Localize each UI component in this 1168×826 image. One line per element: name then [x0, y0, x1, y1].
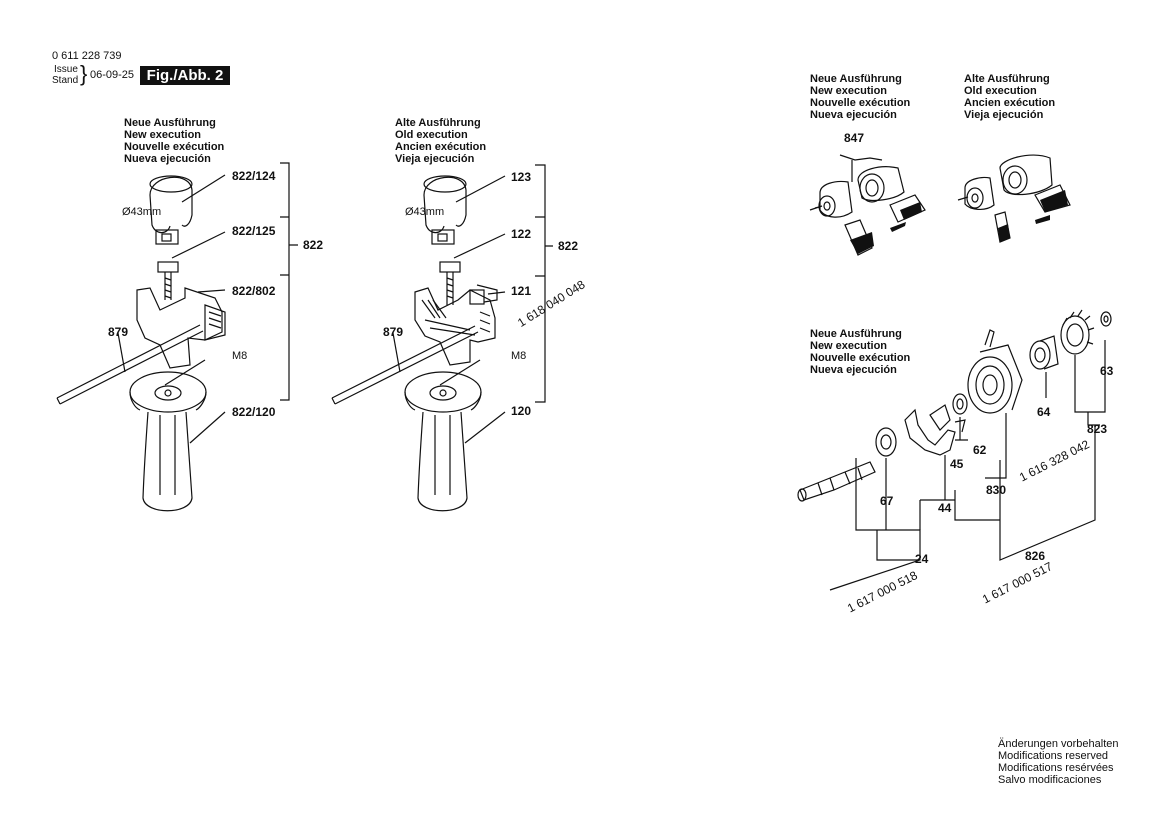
group-label: 822 — [303, 238, 324, 252]
part-label: 879 — [108, 325, 129, 339]
brace-mark: } — [80, 61, 88, 86]
issue-label: Issue — [54, 64, 78, 75]
spindle-shaft-icon — [797, 461, 876, 502]
bearing-new-icon — [809, 154, 926, 256]
needle-bearing-icon — [1029, 335, 1059, 370]
depth-rod-icon — [331, 325, 479, 405]
part-number: 0 611 228 739 — [52, 50, 122, 62]
drive-gear-icon — [1060, 309, 1112, 355]
thread-label: M8 — [511, 350, 527, 362]
figure-label: Fig./Abb. 2 — [140, 66, 230, 85]
part-label: 822/124 — [232, 169, 276, 183]
depth-rod-icon — [56, 324, 204, 405]
part-label: 44 — [938, 501, 952, 515]
part-label: 120 — [511, 404, 532, 418]
part-label: 823 — [1087, 422, 1108, 436]
group-label: 822 — [558, 239, 579, 253]
part-label: 822/125 — [232, 224, 276, 238]
part-label: 24 — [915, 552, 929, 566]
holder-bracket-icon — [414, 284, 498, 366]
part-label: 123 — [511, 170, 532, 184]
part-label: 879 — [383, 325, 404, 339]
issue-date: 06-09-25 — [90, 69, 135, 81]
part-label: 62 — [973, 443, 987, 457]
part-label: 826 — [1025, 549, 1046, 563]
part-label: 122 — [511, 227, 532, 241]
part-label: 822/120 — [232, 405, 276, 419]
bearing-icon — [952, 393, 968, 415]
side-handle-icon — [129, 371, 207, 512]
clamp-screw-icon — [439, 261, 461, 305]
part-label: 67 — [880, 494, 894, 508]
clamp-band-icon — [149, 175, 193, 245]
part-label: 847 — [844, 131, 865, 145]
clamp-screw-icon — [157, 261, 179, 300]
part-label: 45 — [950, 457, 964, 471]
bearing-old-icon — [957, 154, 1071, 243]
clamp-band-icon — [423, 175, 467, 245]
side-handle-icon — [404, 371, 482, 512]
thread-label: M8 — [232, 350, 248, 362]
seal-ring-icon — [875, 427, 897, 457]
dimension-label: Ø43mm — [122, 206, 162, 218]
part-label: 63 — [1100, 364, 1114, 378]
dimension-label: Ø43mm — [405, 206, 445, 218]
stand-label: Stand — [52, 75, 79, 86]
part-label: 822/802 — [232, 284, 276, 298]
holder-bracket-icon — [136, 287, 226, 369]
ball-bearing-icon — [967, 329, 1023, 414]
part-label: 64 — [1037, 405, 1051, 419]
modifications-note: Änderungen vorbehalten Modifications res… — [998, 738, 1119, 786]
lock-lever-icon — [904, 404, 966, 456]
part-label: 121 — [511, 284, 532, 298]
part-label: 830 — [986, 483, 1007, 497]
